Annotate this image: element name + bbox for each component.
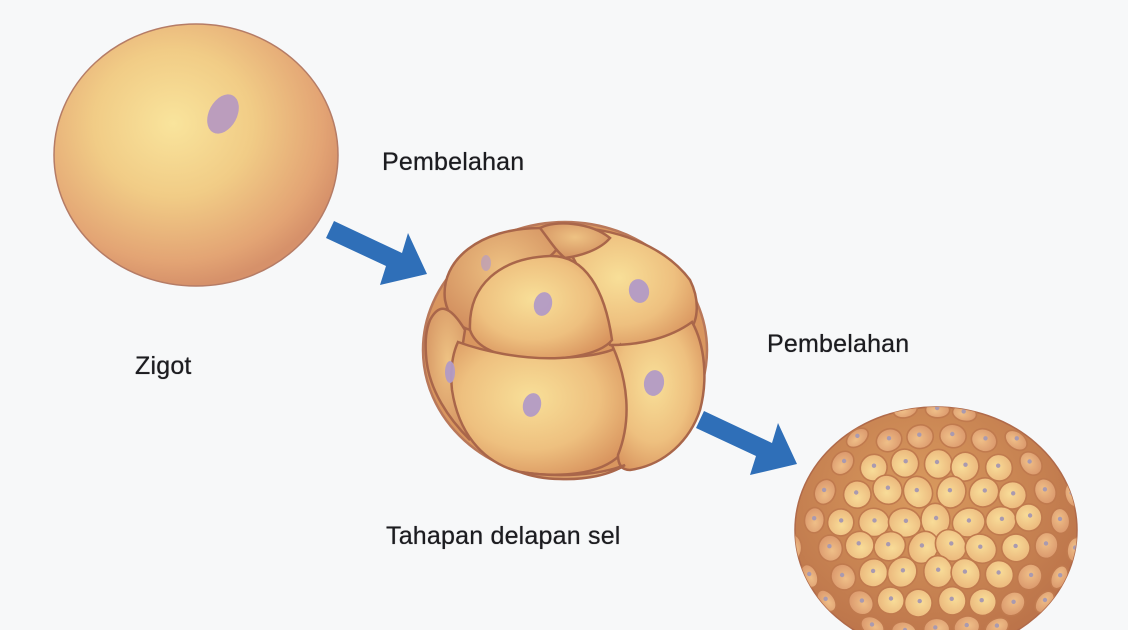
nucleus	[978, 544, 983, 549]
eight-cell-label: Tahapan delapan sel	[386, 522, 621, 550]
nucleus	[949, 541, 954, 546]
nucleus	[966, 518, 972, 523]
nucleus	[812, 516, 817, 521]
nucleus	[1057, 516, 1063, 522]
nucleus	[1011, 491, 1016, 496]
nucleus	[841, 458, 847, 464]
nucleus	[903, 518, 909, 523]
nucleus	[1058, 573, 1063, 578]
nucleus	[807, 571, 812, 577]
nucleus	[855, 433, 860, 438]
nucleus	[859, 598, 865, 603]
nucleus	[979, 598, 984, 603]
nucleus	[1013, 543, 1018, 549]
nucleus	[1011, 599, 1016, 604]
nucleus	[994, 623, 1000, 628]
eight-cell-stage	[421, 220, 709, 481]
nucleus	[900, 568, 906, 573]
blastomere	[968, 588, 998, 617]
nucleus	[888, 596, 894, 601]
nucleus	[886, 436, 892, 441]
nucleus	[1042, 487, 1048, 492]
nucleus	[999, 516, 1005, 521]
nucleus	[935, 407, 940, 411]
nucleus	[872, 518, 877, 523]
nucleus	[821, 487, 827, 493]
cleavage-label-2: Pembelahan	[767, 330, 910, 358]
blastomere	[936, 475, 967, 509]
morula	[794, 406, 1078, 630]
blastomere	[902, 475, 934, 509]
nucleus	[839, 572, 845, 578]
nucleus	[934, 459, 940, 465]
zygote-nucleus	[207, 94, 239, 134]
blastomere	[538, 222, 612, 260]
blastomere	[817, 534, 844, 563]
nucleus	[961, 409, 966, 414]
cleavage-label-1: Pembelahan	[382, 148, 525, 176]
blastomere	[1016, 563, 1043, 591]
blastomere	[830, 450, 855, 476]
nucleus	[854, 490, 859, 495]
nucleus	[996, 570, 1001, 575]
nucleus	[936, 567, 941, 572]
blastomere	[610, 320, 706, 472]
nucleus	[983, 436, 988, 441]
blastomere	[1014, 503, 1043, 532]
zygote-label: Zigot	[135, 352, 192, 380]
nucleus	[1027, 459, 1032, 464]
nucleus	[949, 596, 954, 601]
nucleus	[1028, 572, 1034, 578]
nucleus	[947, 488, 953, 493]
zygote-cell	[53, 23, 339, 287]
nucleus	[839, 518, 844, 523]
nucleus	[963, 462, 968, 467]
nucleus	[886, 542, 891, 547]
nucleus	[964, 622, 969, 628]
nucleus	[996, 463, 1001, 468]
zygote	[53, 23, 339, 287]
nucleus	[914, 487, 919, 493]
blastomere	[830, 563, 857, 591]
nucleus	[962, 569, 968, 574]
nucleus	[870, 568, 876, 574]
nucleus	[917, 432, 922, 437]
blastomere	[890, 620, 918, 630]
arrow-icon	[696, 411, 797, 475]
nucleus	[1073, 545, 1077, 550]
nucleus	[919, 543, 925, 548]
arrow-icon	[326, 221, 427, 285]
nucleus	[933, 515, 939, 521]
nucleus	[903, 459, 908, 464]
blastomere	[519, 463, 626, 481]
nucleus	[1027, 513, 1033, 518]
blastomere	[922, 617, 951, 630]
nucleus	[856, 541, 861, 546]
blastomere	[923, 448, 954, 480]
nucleus	[871, 463, 877, 468]
nucleus	[869, 622, 875, 627]
nucleus	[823, 596, 828, 601]
nucleus	[917, 598, 922, 604]
nucleus	[827, 544, 832, 549]
nucleus	[982, 488, 987, 493]
nucleus	[1043, 541, 1049, 546]
blastomere	[842, 480, 872, 510]
blastomere	[903, 588, 933, 618]
nucleus	[933, 625, 938, 630]
blastomere	[970, 427, 998, 453]
nucleus	[950, 431, 955, 437]
nucleus	[1042, 597, 1048, 603]
nucleus	[885, 485, 891, 490]
nucleus	[1014, 436, 1019, 441]
blastomere	[1019, 451, 1043, 476]
